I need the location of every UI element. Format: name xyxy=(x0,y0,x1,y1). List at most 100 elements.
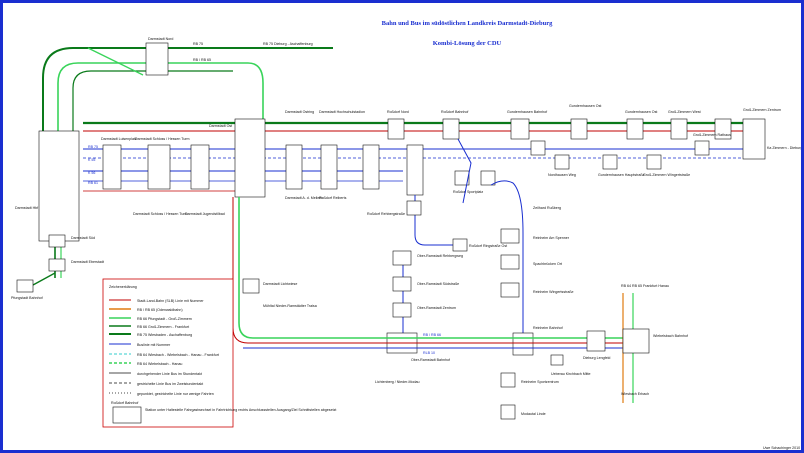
label-wiebelsbach: Wiebelsbach Bahnhof xyxy=(653,334,688,338)
label-or-sud: Ober-Ramstadt Südstraße xyxy=(417,282,459,286)
label-muhltal: Mühltal Nieder-Ramstädter Traisa xyxy=(263,304,317,308)
station-rossdorf-bahnhof xyxy=(406,144,424,196)
legend-item-4: RB 75 Wiesbaden - Aschaffenburg xyxy=(137,333,192,337)
label-ostring: Darmstadt Ostring xyxy=(285,110,314,114)
darmstadt-hbf-station xyxy=(38,130,80,242)
darmstadt-sud-station xyxy=(48,234,66,248)
station-mellerb xyxy=(320,144,338,190)
legend-item-9: gestrichelte Linie Bus im Zweistundentak… xyxy=(137,382,203,386)
station-ringstr xyxy=(452,238,468,252)
label-or-zentrum: Ober-Ramstadt Zentrum xyxy=(417,306,456,310)
legend-item-12: Station unter Haltestelle Fahrgastwechse… xyxy=(145,408,336,412)
darmstadt-eberstadt-station xyxy=(48,258,66,272)
station-schloss xyxy=(147,144,171,190)
label-rb66-low: RB / RB 66 xyxy=(423,333,441,337)
station-gundernhausen xyxy=(510,118,530,140)
station-ostring xyxy=(234,118,266,198)
legend-item-11: Roßdorf Bahnhof xyxy=(111,401,138,405)
darmstadt-nord-label: Darmstadt Nord xyxy=(148,37,173,41)
label-lengfeld: Dieburg Lengfeld xyxy=(583,356,610,360)
station-gz-fachmarkt xyxy=(714,118,732,140)
label-rossdorf-bhf: Roßdorf Bahnhof xyxy=(441,110,468,114)
legend-item-1: RB / RB 65 (Odenwaldbahn) xyxy=(137,308,183,312)
station-hochschule xyxy=(285,144,303,190)
label-ka-east1: Ka Zimmern - Dieburg xyxy=(767,146,802,150)
label-rossdorf-nord: Roßdorf Nord xyxy=(387,110,409,114)
label-erbach: Wiesbach Erbach xyxy=(621,392,649,396)
station-rossdorf-reiberts xyxy=(362,144,380,190)
label-am-spenner: Reinheim Am Spenner xyxy=(533,236,570,240)
reinheim-column: Reinheim Am Spenner Spachbrücken Ort Rei… xyxy=(500,228,591,420)
station-luisenplatz xyxy=(102,144,122,190)
station-rossdorf-ost xyxy=(442,118,460,140)
label-reinheim-bhf: Reinheim Bahnhof xyxy=(533,326,563,330)
station-nordhausen xyxy=(554,154,570,170)
label-jugendstil: Darmstadt Jugendstilbad xyxy=(185,212,225,216)
station-dieburg-lengfeld xyxy=(586,330,606,352)
legend-item-2: RB 66 Pfungstadt - Groß-Zimmern xyxy=(137,317,192,321)
label-rossdorf-rehberg: Roßdorf Rehbergstraße xyxy=(367,212,405,216)
legend-item-7: RB 64 Wiebelsbach - Hanau xyxy=(137,362,182,366)
label-gund-bhf: Gundernhausen Bahnhof xyxy=(507,110,547,114)
label-hochschule: Darmstadt Hochschulstadion xyxy=(319,110,365,114)
station-rossdorf-sportplatz xyxy=(454,170,470,186)
label-or-bahnhof: Ober-Ramstadt Bahnhof xyxy=(411,358,450,362)
station-hauptstrasse xyxy=(602,154,618,170)
legend-title: Zeichenerklärung xyxy=(109,285,137,289)
station-gz-wingert xyxy=(646,154,662,170)
legend-item-6: RB 64 Wiesbach - Wiebelsbach - Hanau - F… xyxy=(137,353,219,357)
label-or-rehberg: Ober-Ramstadt Rehbergweg xyxy=(417,254,463,258)
station-reiberts-south xyxy=(406,200,422,216)
label-rossdorf-sport: Roßdorf Sportplatz xyxy=(453,190,483,194)
legend-item-0: Stadt-Land-Bahn (SLB) Linie mit Nummer xyxy=(137,299,204,303)
station-gundernhausen-sub xyxy=(530,140,546,156)
label-luisenplatz: Darmstadt Luisenplatz xyxy=(101,137,137,141)
label-hauptstrasse: Gundernhausen Hauptstraße xyxy=(598,173,645,177)
legend-item-10: gepunktet, gestrichelte Linie nur wenige… xyxy=(137,392,214,396)
label-schloss: Darmstadt Schloss / Hessen Turm xyxy=(135,137,190,141)
legend-box xyxy=(102,278,234,428)
legend-station-sample xyxy=(112,406,142,424)
station-gundernhausen-ost xyxy=(626,118,644,140)
ober-ramstadt-column: Ober-Ramstadt Rehbergweg Ober-Ramstadt S… xyxy=(375,250,463,384)
station-gz-rathaus xyxy=(694,140,710,156)
label-ringstr: Roßdorf Ringstraße Ost xyxy=(469,244,507,248)
darmstadt-hbf-label: Darmstadt Hbf xyxy=(15,206,38,210)
trunk-labels: RB 75 K 55 K 56 RB 61 xyxy=(88,145,98,185)
label-lichtenberg: Lichtenberg / Nieder-Modau xyxy=(375,380,420,384)
station-gundernhausen-bahnhof xyxy=(570,118,588,140)
label-gund-ost-2: Gundernhausen Ost xyxy=(625,110,657,114)
station-lichtwiese xyxy=(242,278,260,294)
label-lichtwiese: Darmstadt Lichtwiese xyxy=(263,282,297,286)
trunk-label-2: K 56 xyxy=(88,171,95,175)
trunk-label-3: RB 61 xyxy=(88,181,98,185)
title-line-2: Kombi-Lösung der CDU xyxy=(433,40,502,47)
trunk-label-1: K 55 xyxy=(88,158,95,162)
station-ost xyxy=(190,144,210,190)
station-gz-west xyxy=(670,118,688,140)
label-rb64-wb: RB 64 RB 65 Frankfurt Hanau xyxy=(621,284,669,288)
trunk-stations xyxy=(102,118,766,198)
label-spachbrucken: Spachbrücken Ort xyxy=(533,262,562,266)
rb-top3-label: RB / RB 65 xyxy=(193,58,211,62)
label-ost: Darmstadt Ost xyxy=(209,124,232,128)
legend-item-8: durchgehender Linie Bus im Stundentakt xyxy=(137,372,202,376)
label-modautal: Modautal Linde xyxy=(521,412,546,416)
legend-item-5: Buslinie mit Nummer xyxy=(137,343,171,347)
trunk-label-0: RB 75 xyxy=(88,145,98,149)
title-line-1: Bahn und Bus im südöstlichen Landkreis D… xyxy=(382,20,553,27)
footer-credit: Uwe Schachinger 2010 xyxy=(763,446,800,450)
pfungstadt-label: Pfungstadt Bahnhof xyxy=(11,296,43,300)
label-gz-zentrum: Groß-Zimmern Zentrum xyxy=(743,108,781,112)
label-zeilhard: Zeilhard Rußberg xyxy=(533,206,561,210)
station-gz-zentrum xyxy=(742,118,766,160)
rb75-top-label: RB 75 Dieburg - Aschaffenburg xyxy=(263,42,313,46)
station-rossdorf-nord xyxy=(387,118,405,140)
label-reinheim-wingert: Reinheim Wingertsstraße xyxy=(533,290,574,294)
label-mellerb: Darmstadt A. d. Mellerb xyxy=(285,196,323,200)
label-gund-ost: Gundernhausen Ost xyxy=(569,104,601,108)
darmstadt-eberstadt-label: Darmstadt Eberstadt xyxy=(71,260,104,264)
label-gz-wingert: Groß-Zimmern Wingertstraße xyxy=(643,173,690,177)
rb-top2-label: RB 75 xyxy=(193,42,203,46)
